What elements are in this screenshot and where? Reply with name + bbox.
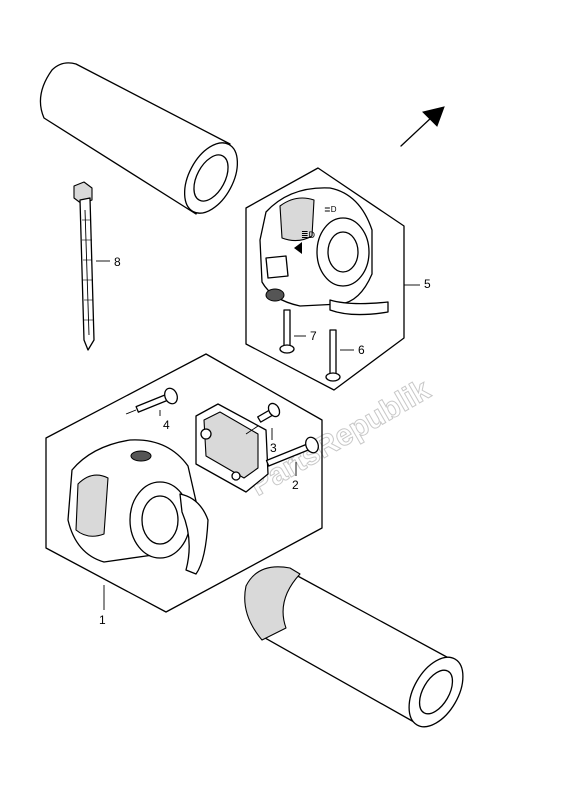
assembly-outline-right-switch — [245, 167, 405, 391]
right-handlebar-switch[interactable] — [259, 187, 389, 316]
assembly-outline-left-switch — [45, 353, 323, 613]
screw-4[interactable] — [135, 386, 179, 413]
callout-6: 6 — [358, 343, 365, 357]
callout-8: 8 — [114, 255, 121, 269]
callout-3: 3 — [270, 441, 277, 455]
screw-2[interactable] — [265, 435, 320, 467]
screw-4-axis — [125, 409, 137, 415]
callout-7: 7 — [310, 329, 317, 343]
screw-7[interactable] — [279, 309, 295, 354]
screw-3[interactable] — [257, 401, 282, 423]
switch-bracket[interactable] — [195, 403, 269, 493]
callout-4: 4 — [163, 418, 170, 432]
screw-6[interactable] — [325, 329, 341, 382]
screw-3-axis — [245, 425, 259, 435]
callout-5: 5 — [424, 277, 431, 291]
direction-arrow-icon — [400, 106, 445, 147]
headlight-symbol: ≣D — [301, 230, 316, 240]
callout-1: 1 — [99, 613, 106, 627]
throttle-grip[interactable] — [244, 566, 474, 736]
left-handlebar-switch[interactable] — [67, 439, 209, 575]
left-grip[interactable] — [39, 62, 248, 222]
cable-tie[interactable] — [73, 181, 95, 351]
pass-symbol: ≣D — [324, 205, 337, 214]
callout-2: 2 — [292, 478, 299, 492]
